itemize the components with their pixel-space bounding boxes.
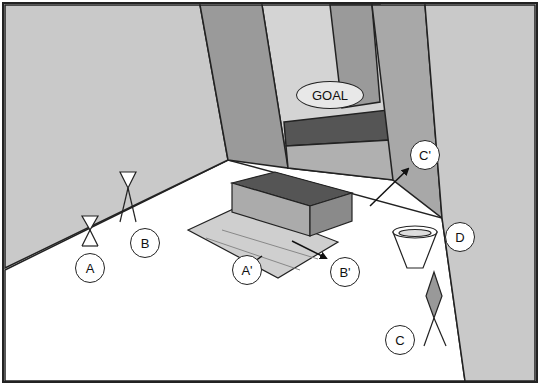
goal-ellipse: GOAL [296, 81, 364, 109]
callout-circle: C [385, 325, 415, 355]
callout-circle: B [130, 228, 160, 258]
callout-label: A [86, 262, 95, 275]
callout-label: B' [339, 266, 350, 279]
callout-circle: B' [330, 257, 360, 287]
callout-label: C [395, 334, 404, 347]
callout-label: D [455, 231, 464, 244]
callout-circle: A' [232, 255, 262, 285]
callout-label: C' [419, 149, 431, 162]
callout-label: GOAL [312, 89, 348, 102]
callout-circle: A [75, 253, 105, 283]
callout-circle: D [445, 222, 475, 252]
callout-label: A' [241, 264, 252, 277]
callout-circle: C' [410, 140, 440, 170]
callout-label: B [141, 237, 150, 250]
